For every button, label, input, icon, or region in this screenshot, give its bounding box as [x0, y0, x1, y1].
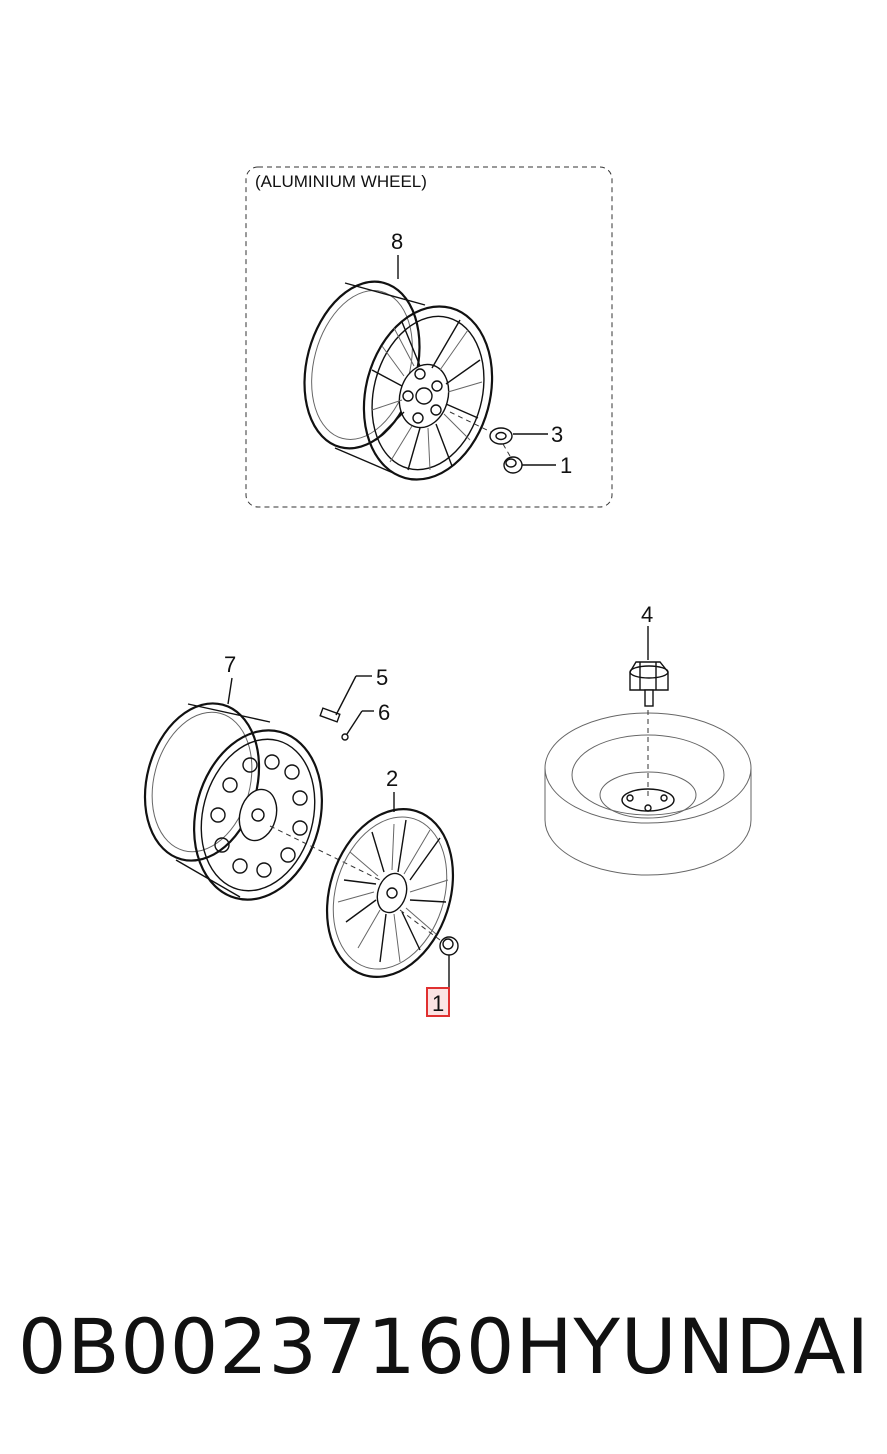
callout-2: 2: [386, 766, 398, 791]
steel-wheel-part-7[interactable]: [128, 677, 381, 914]
wheel-nut-part-1-aluminium[interactable]: [502, 443, 556, 474]
callout-1-highlight: 1: [432, 991, 444, 1016]
callout-7: 7: [224, 652, 236, 677]
nut-part-6[interactable]: [341, 710, 374, 741]
alloy-wheel-part-8[interactable]: [287, 255, 511, 494]
callout-3: 3: [551, 422, 563, 447]
wheel-cover-part-2[interactable]: [306, 792, 473, 993]
callout-4: 4: [641, 602, 653, 627]
callout-1-highlight-box[interactable]: [426, 987, 450, 1017]
brand-name: HYUNDAI: [515, 1301, 870, 1391]
aluminium-wheel-group-box: [245, 166, 613, 508]
bolt-part-5[interactable]: [319, 675, 372, 723]
callout-5: 5: [376, 665, 388, 690]
callout-1-top: 1: [560, 453, 572, 478]
spare-tire[interactable]: [544, 710, 752, 876]
callout-8: 8: [391, 229, 403, 254]
part-number: 0B00237160: [18, 1301, 516, 1391]
part-info-footer: 0B00237160 HYUNDAI: [18, 1296, 869, 1396]
wheel-nut-part-1-steel[interactable]: [399, 909, 459, 988]
callout-6: 6: [378, 700, 390, 725]
wheel-parts-diagram: (ALUMINIUM WHEEL) 8 3 1: [128, 166, 752, 1017]
spare-tire-holder-part-4[interactable]: [629, 626, 669, 707]
wheel-washer-part-3[interactable]: [449, 411, 548, 445]
aluminium-wheel-group-label: (ALUMINIUM WHEEL): [255, 172, 427, 191]
